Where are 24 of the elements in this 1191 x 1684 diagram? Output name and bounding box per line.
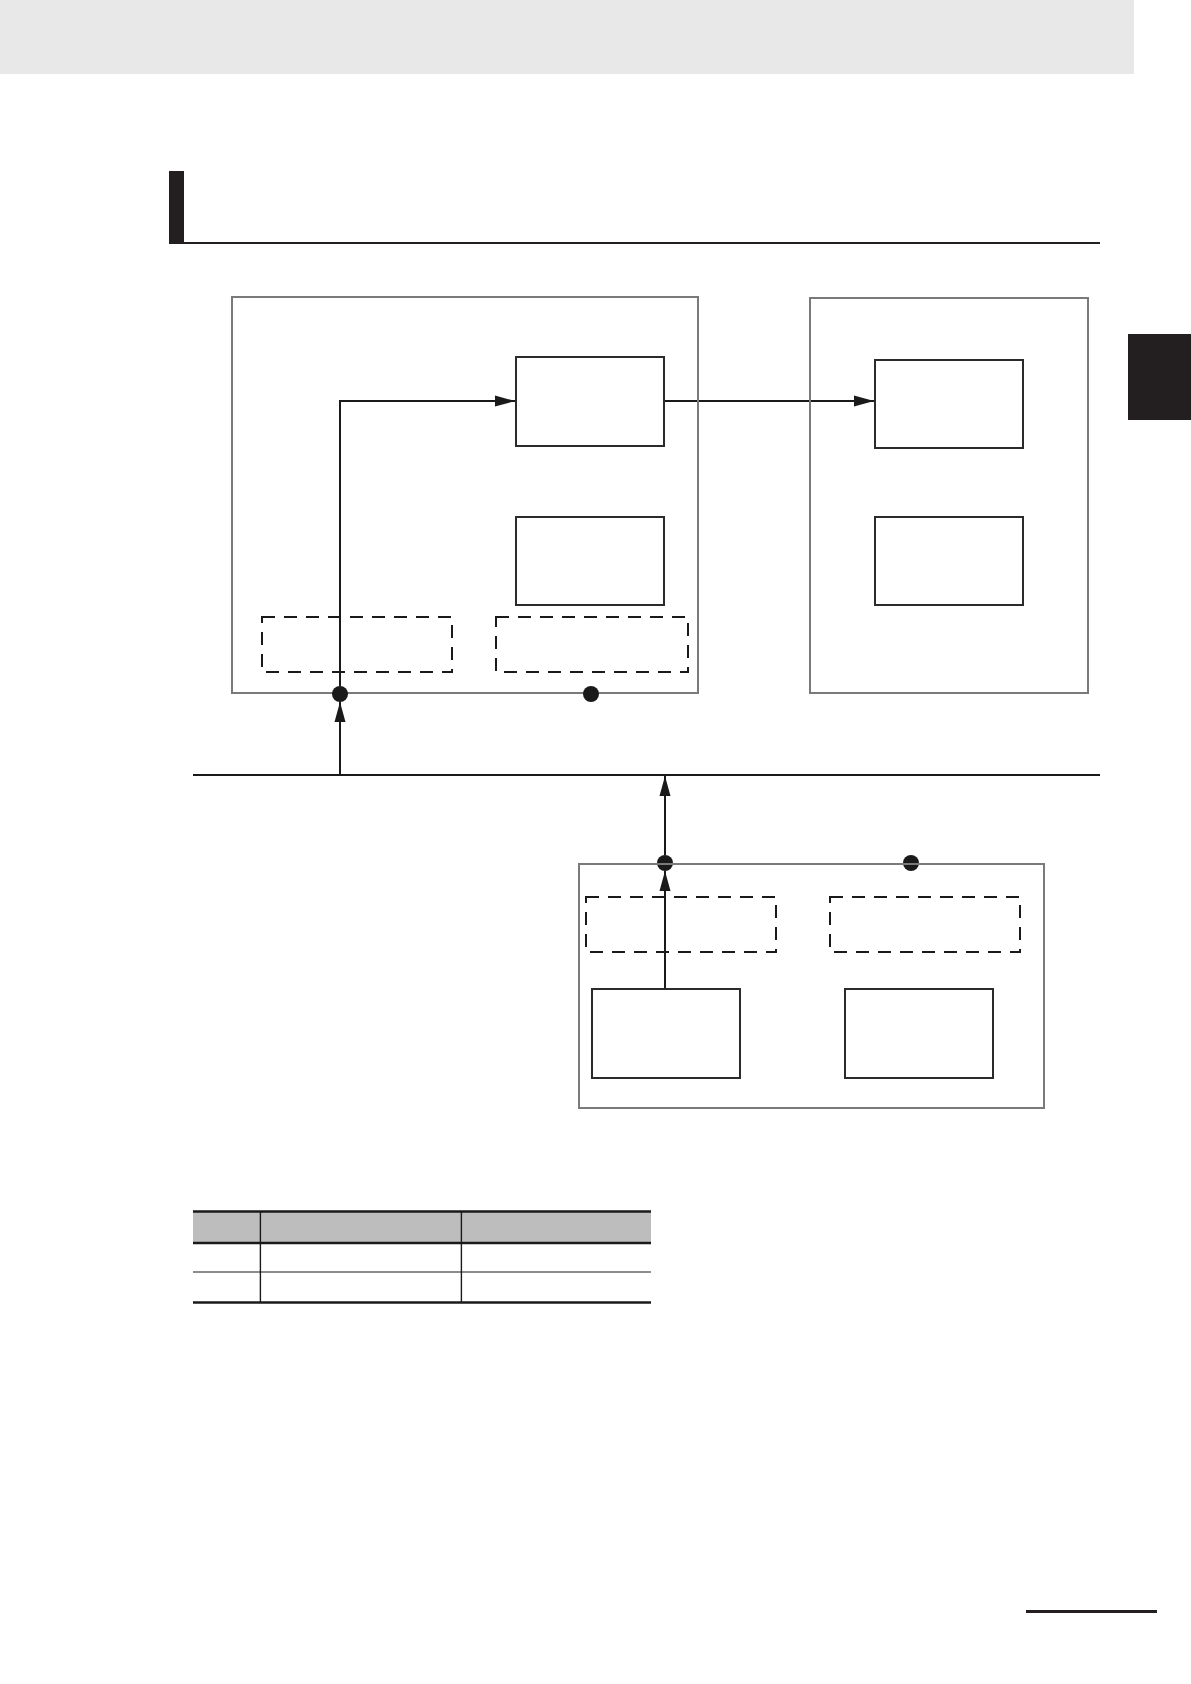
junction-dot: [657, 855, 673, 871]
outer-frame: [231, 296, 699, 694]
block-box: [591, 988, 741, 1079]
bus-line: [193, 774, 1100, 776]
arrow: [339, 395, 516, 674]
block-box: [844, 988, 994, 1079]
block-box: [874, 359, 1024, 449]
arrow: [659, 870, 671, 954]
arrow: [664, 395, 875, 407]
block-box: [515, 356, 665, 447]
junction-dot: [332, 686, 348, 702]
outer-frame: [809, 297, 1089, 694]
dashed-box: [829, 896, 1021, 953]
dashed-box: [585, 896, 777, 953]
block-box: [515, 516, 665, 606]
arrow: [334, 701, 346, 775]
arrow: [659, 775, 671, 856]
chapter-tab: [1128, 334, 1191, 420]
junction-dot: [903, 855, 919, 871]
dashed-box: [495, 616, 689, 673]
outer-frame: [578, 863, 1045, 1109]
junction-dot: [583, 686, 599, 702]
block-box: [874, 516, 1024, 606]
dashed-box: [261, 616, 453, 673]
